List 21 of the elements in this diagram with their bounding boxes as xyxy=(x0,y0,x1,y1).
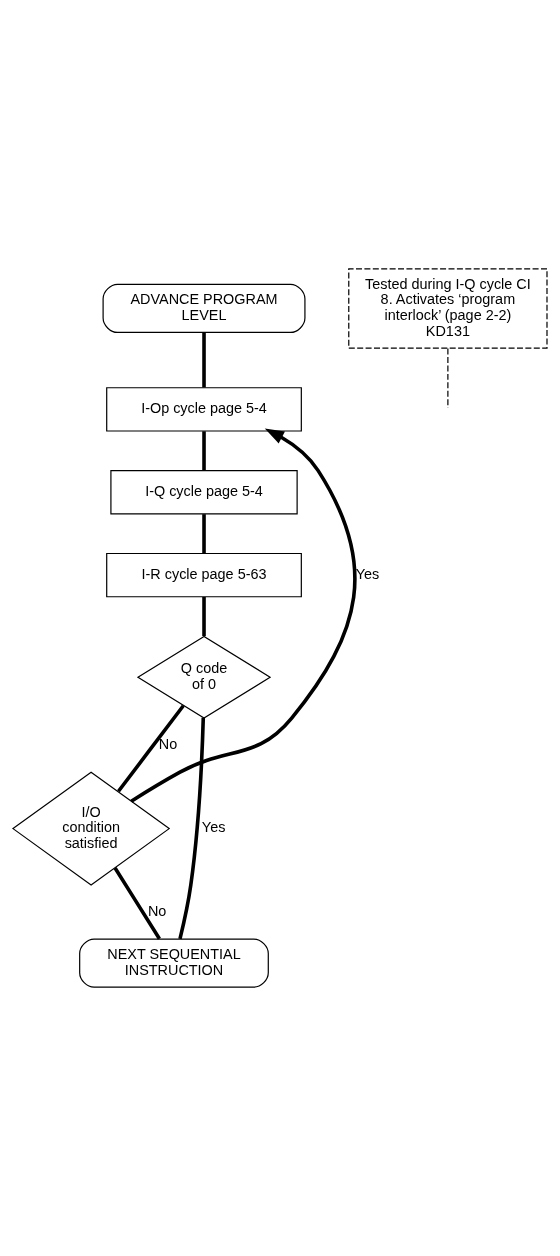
node-box: I-R cycle page 5-63 xyxy=(106,552,302,598)
connector xyxy=(202,431,206,471)
edge-label: Yes xyxy=(201,819,226,836)
connector xyxy=(178,717,206,940)
arrow xyxy=(130,428,357,803)
connector xyxy=(202,514,206,553)
node-box: NEXT SEQUENTIAL INSTRUCTION xyxy=(79,938,269,988)
node-box: I-Op cycle page 5-4 xyxy=(106,387,302,432)
connector xyxy=(113,867,161,940)
connector xyxy=(202,597,206,637)
edge-label: No xyxy=(147,902,167,919)
connector xyxy=(447,347,449,409)
connector xyxy=(202,332,206,388)
node-box: I-Q cycle page 5-4 xyxy=(110,470,298,515)
node-box: Tested during I-Q cycle CI 8. Activates ‘program interlock’ (page 2-2) KD131 xyxy=(348,268,548,349)
edge-label: No xyxy=(158,735,178,752)
node-diamond: I/O condition satisfied xyxy=(12,771,171,886)
node-diamond: Q code of 0 xyxy=(136,635,272,719)
edge-label: Yes xyxy=(355,565,380,582)
node-box: ADVANCE PROGRAM LEVEL xyxy=(102,283,306,334)
connector xyxy=(117,704,185,793)
